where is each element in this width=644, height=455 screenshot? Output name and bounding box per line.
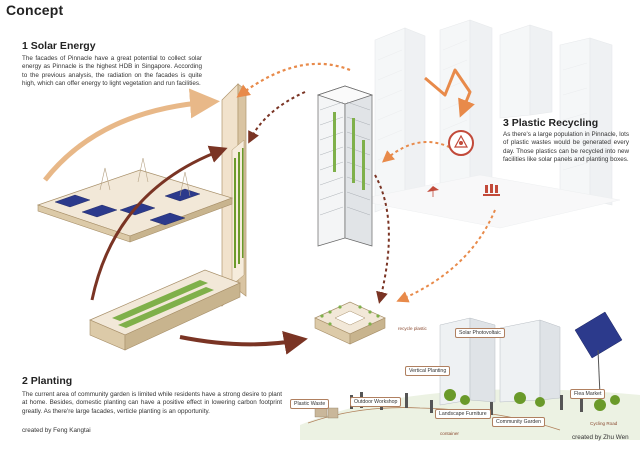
courtyard-building (315, 302, 385, 344)
plastic-recycling-heading: 3 Plastic Recycling (503, 117, 598, 129)
arrow-tower-to-facade (250, 92, 305, 140)
page-title: Concept (6, 2, 63, 18)
label-outdoor-workshop: Outdoor Workshop (350, 397, 401, 407)
label-solar-photovoltaic: Solar Photovoltaic (455, 328, 505, 338)
arrow-to-courtyard (180, 337, 300, 344)
solar-facade-panel (222, 84, 246, 306)
label-cycling-road: Cycling Road (590, 421, 617, 426)
label-flea-market: Flea Market (570, 389, 605, 399)
credit-left: created by Feng Kangtai (22, 427, 91, 434)
solar-rooftop-platform (38, 158, 232, 242)
label-landscape-furniture: Landscape Furniture (435, 409, 491, 419)
planting-heading: 2 Planting (22, 375, 72, 387)
plastic-bottles-icon (483, 184, 500, 196)
label-plastic-waste: Plastic Waste (290, 399, 329, 409)
pinnacle-tower (318, 86, 372, 246)
label-recycle-plastic: recycle plastic (398, 326, 427, 331)
plastic-recycling-description: As there's a large population in Pinnacl… (503, 131, 629, 165)
label-container: container (440, 431, 459, 436)
planting-rooftop-platform (90, 270, 240, 350)
solar-energy-description: The facades of Pinnacle have a great pot… (22, 55, 202, 89)
label-vertical-planting: Vertical Planting (405, 366, 450, 376)
planting-description: The current area of community garden is … (22, 391, 282, 416)
credit-right: created by Zhu Wen (572, 434, 629, 441)
label-community-garden: Community Garden (492, 417, 545, 427)
solar-energy-heading: 1 Solar Energy (22, 40, 96, 52)
recycle-circle-icon (449, 131, 473, 155)
